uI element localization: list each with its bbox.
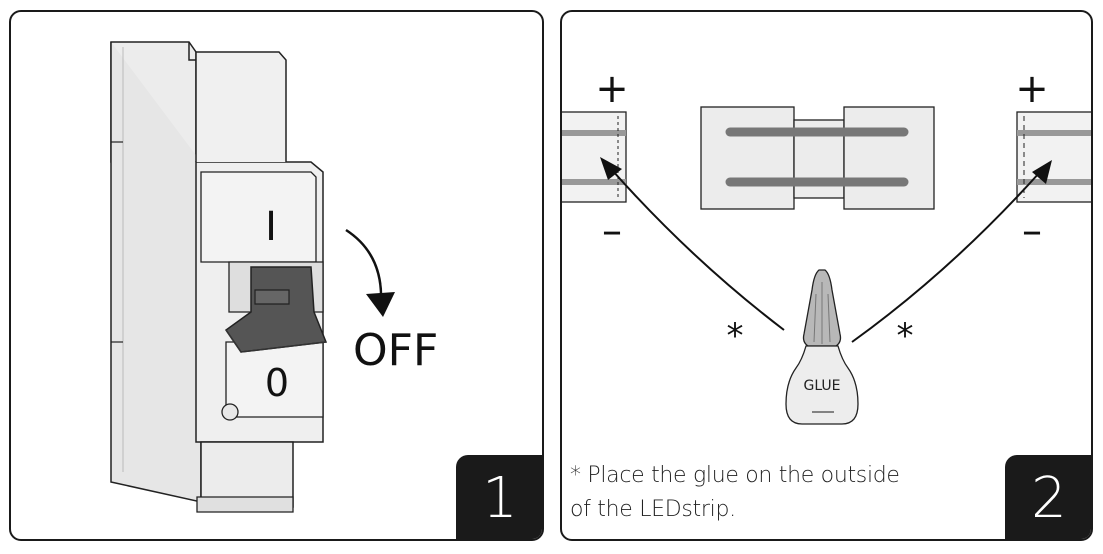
left-plus-symbol: + xyxy=(595,66,629,112)
step-2-panel: + – + – * * GLUE * Place the glue on the… xyxy=(560,10,1093,541)
switch-off-mark: 0 xyxy=(265,361,289,405)
glue-bottle: GLUE xyxy=(785,269,859,425)
left-led-strip xyxy=(562,111,627,203)
left-glue-arrow xyxy=(611,169,785,331)
note-line-2: of the LEDstrip. xyxy=(570,497,736,522)
note-line-1: * Place the glue on the outside xyxy=(570,463,900,488)
right-asterisk: * xyxy=(897,316,914,356)
right-led-strip xyxy=(1016,111,1091,203)
left-asterisk: * xyxy=(727,316,744,356)
arrow-head-icon xyxy=(366,292,395,317)
arrow-head-icon xyxy=(1032,160,1052,184)
arrow-head-icon xyxy=(600,157,622,180)
turn-off-arrow xyxy=(345,228,383,303)
right-plus-symbol: + xyxy=(1015,66,1049,112)
right-minus-symbol: – xyxy=(1022,208,1042,254)
switch-on-mark: I xyxy=(265,204,277,250)
right-glue-arrow xyxy=(851,171,1041,343)
step-number-badge: 1 xyxy=(456,455,542,539)
off-action-label: OFF xyxy=(353,325,438,376)
step-number-badge: 2 xyxy=(1005,455,1091,539)
led-connector-illustration: + – + – * * GLUE xyxy=(562,66,1091,425)
left-minus-symbol: – xyxy=(602,208,622,254)
step-1-panel: I 0 OFF 1 xyxy=(9,10,544,541)
glue-instruction-note: * Place the glue on the outside of the L… xyxy=(570,459,900,527)
glue-label: GLUE xyxy=(803,378,840,394)
led-connector xyxy=(700,106,795,210)
circuit-breaker-illustration: I 0 OFF xyxy=(110,41,438,513)
